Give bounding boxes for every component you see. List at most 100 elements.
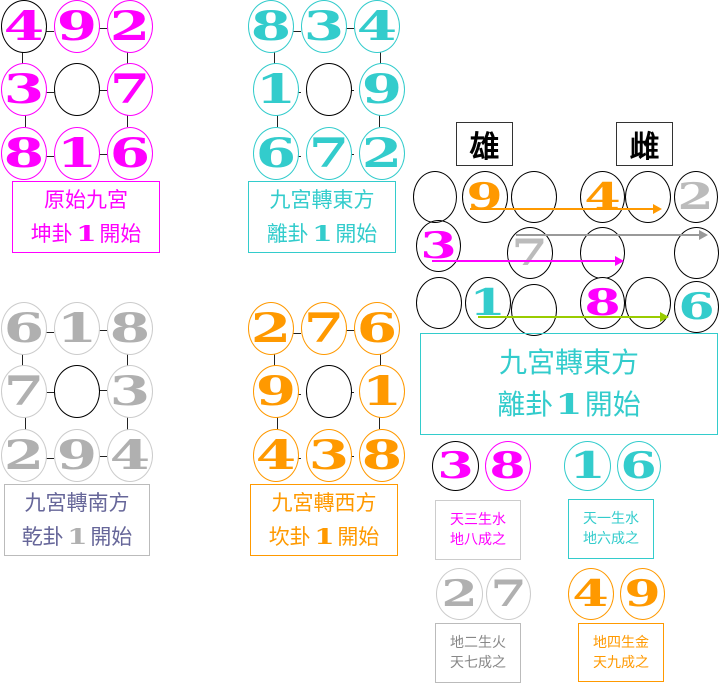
pair-caption: 地四生金 天九成之 xyxy=(578,623,664,682)
caption-number: 1 xyxy=(313,524,335,549)
palace-cell: 4 xyxy=(1,0,47,53)
cell-number: 9 xyxy=(56,2,98,50)
connector xyxy=(22,52,23,64)
caption-trigram: 離卦 xyxy=(266,222,309,246)
palace-center xyxy=(54,365,100,418)
caption-number: 1 xyxy=(311,221,333,246)
connector xyxy=(380,354,381,366)
pair-cell: 7 xyxy=(507,227,553,279)
cell-number: 3 xyxy=(303,2,345,50)
caption-line1: 九宮轉東方 xyxy=(269,188,375,212)
palace-cell: 6 xyxy=(354,302,400,355)
cell-number: 4 xyxy=(356,2,398,50)
pair-caption-line2: 天七成之 xyxy=(450,655,506,671)
caption-trigram: 離卦 xyxy=(497,388,554,421)
pair-cell: 8 xyxy=(580,277,625,329)
cell-number: 7 xyxy=(303,304,345,352)
connector xyxy=(25,113,26,127)
palace-cell: 8 xyxy=(1,127,47,180)
pair-number-circle: 6 xyxy=(617,441,661,491)
palace-cell: 9 xyxy=(253,365,299,418)
palace-cell: 7 xyxy=(306,127,352,180)
cell-number: 8 xyxy=(250,2,292,50)
connector xyxy=(274,354,275,366)
pair-caption-line1: 天三生水 xyxy=(450,512,506,528)
palace-cell: 6 xyxy=(107,127,153,180)
cell-number: 3 xyxy=(3,65,45,113)
palace-cell: 7 xyxy=(107,63,153,116)
palace-cell: 2 xyxy=(107,0,153,53)
pair-number: 4 xyxy=(572,573,610,615)
female-tag: 雌 xyxy=(616,122,673,166)
pair-cell: 1 xyxy=(465,277,511,329)
caption-start: 開始 xyxy=(335,222,378,246)
connector xyxy=(46,92,54,93)
arrow-3-to-8 xyxy=(432,256,624,266)
palace-cell: 9 xyxy=(359,63,405,116)
pair-cell xyxy=(413,171,457,223)
pair-number-circle: 4 xyxy=(568,568,614,620)
caption-number: 1 xyxy=(555,388,583,421)
caption-start: 開始 xyxy=(337,525,380,549)
connector xyxy=(99,330,107,331)
pair-number: 3 xyxy=(437,445,474,487)
pair-cell: 4 xyxy=(580,171,625,223)
pair-number-circle: 2 xyxy=(436,568,483,620)
palace-cell: 6 xyxy=(253,127,299,180)
cell-number: 8 xyxy=(584,282,621,324)
cell-number: 1 xyxy=(56,304,98,352)
caption-line1: 九宮轉西方 xyxy=(271,491,377,515)
caption-start: 開始 xyxy=(90,525,133,549)
caption-line2: 離卦1開始 xyxy=(497,384,641,426)
cell-number: 8 xyxy=(109,304,151,352)
caption-start: 開始 xyxy=(584,388,641,421)
palace-cell: 3 xyxy=(1,63,47,116)
cell-number: 2 xyxy=(109,2,151,50)
connector xyxy=(127,354,128,366)
cell-number: 4 xyxy=(3,2,45,50)
palace-cell: 3 xyxy=(301,0,347,53)
pair-caption-line1: 天一生水 xyxy=(583,511,639,527)
cell-number: 3 xyxy=(308,431,350,479)
connector xyxy=(293,31,301,32)
palace-cell: 6 xyxy=(1,302,47,355)
palace-center xyxy=(306,63,352,116)
connector xyxy=(379,415,380,429)
pair-number: 1 xyxy=(569,445,606,487)
cell-number: 8 xyxy=(361,431,403,479)
palace-cell: 1 xyxy=(253,63,299,116)
palace-cell: 4 xyxy=(253,429,299,482)
cell-number: 2 xyxy=(677,176,715,218)
arrow-1-to-6 xyxy=(478,312,669,322)
palace-cell: 3 xyxy=(107,365,153,418)
connector xyxy=(293,333,301,334)
palace-cell: 9 xyxy=(54,429,100,482)
pair-number-circle: 8 xyxy=(485,441,531,491)
cell-number: 9 xyxy=(255,367,297,415)
connector xyxy=(25,416,26,430)
palace-center xyxy=(54,63,100,116)
palace-cell: 2 xyxy=(1,429,47,482)
cell-number: 4 xyxy=(255,431,297,479)
pair-number: 9 xyxy=(624,573,661,615)
pair-number: 8 xyxy=(489,445,527,487)
cell-number: 6 xyxy=(109,129,151,177)
caption-trigram: 坎卦 xyxy=(268,525,311,549)
cell-number: 8 xyxy=(3,129,45,177)
pair-caption-line2: 地六成之 xyxy=(583,531,639,547)
pair-number: 2 xyxy=(441,573,478,615)
caption-start: 開始 xyxy=(99,222,142,246)
pair-cell xyxy=(674,227,719,279)
pair-caption-line2: 地八成之 xyxy=(450,532,506,548)
cell-number: 6 xyxy=(678,286,715,328)
connector xyxy=(46,156,54,157)
connector xyxy=(274,52,275,64)
connector xyxy=(99,456,107,457)
pair-caption: 天一生水 地六成之 xyxy=(568,499,654,559)
